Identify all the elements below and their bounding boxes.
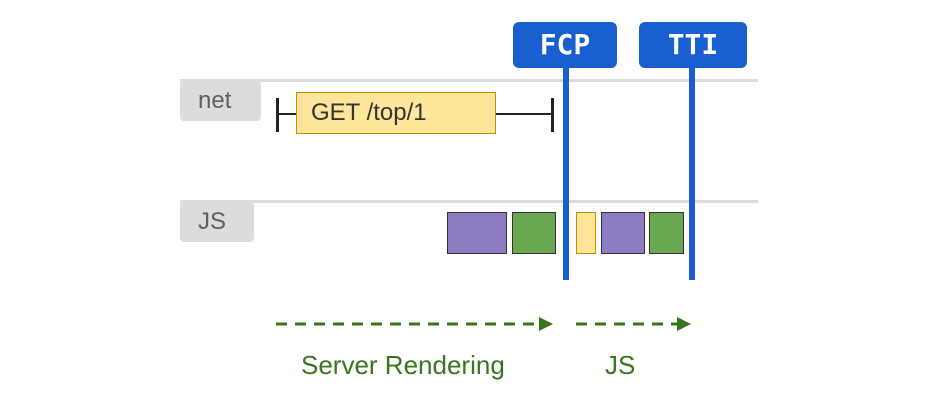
fcp-badge: FCP <box>513 22 617 68</box>
js-lane-label: JS <box>180 202 254 242</box>
request-start-tick <box>276 98 279 132</box>
request-end-tick <box>551 98 554 132</box>
tti-marker-line <box>689 60 695 280</box>
net-lane-line <box>180 79 758 82</box>
request-block <box>576 212 596 254</box>
tti-badge: TTI <box>639 22 747 68</box>
server-rendering-arrowhead <box>539 317 553 331</box>
script-block <box>447 212 507 254</box>
js-lane-line <box>180 200 758 203</box>
js-phase-arrowhead <box>677 317 691 331</box>
fcp-marker-line <box>563 60 569 280</box>
exec-block <box>649 212 684 254</box>
net-lane-label: net <box>180 81 261 121</box>
request-start-line <box>278 113 296 115</box>
server-rendering-label: Server Rendering <box>301 350 505 380</box>
request-bar: GET /top/1 <box>296 92 496 134</box>
script-block <box>601 212 645 254</box>
js-phase-label: JS <box>605 350 636 380</box>
exec-block <box>512 212 556 254</box>
request-end-line <box>496 113 552 115</box>
